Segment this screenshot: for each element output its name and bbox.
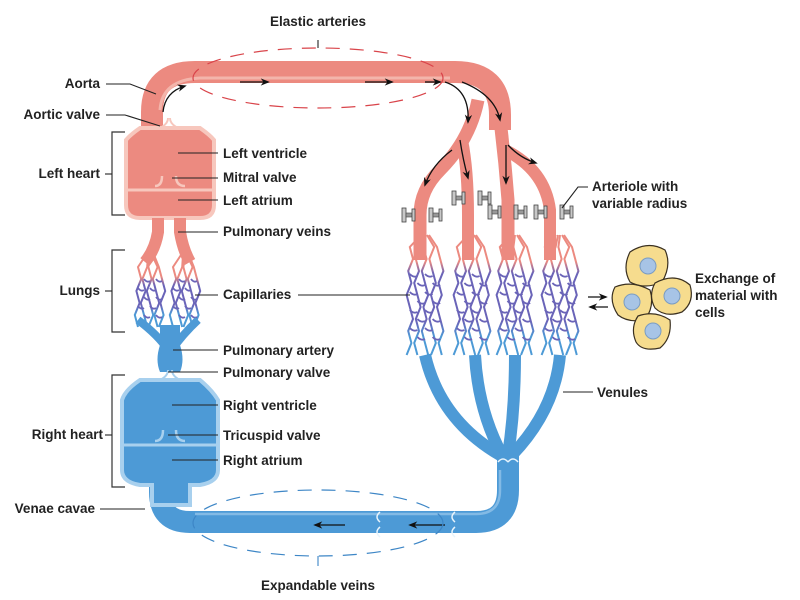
lung-capillary-left (133, 254, 167, 328)
clamp-icon (513, 204, 528, 220)
label-right-atrium: Right atrium (223, 453, 303, 468)
expandable-veins-outline (192, 489, 444, 557)
label-left-heart: Left heart (38, 166, 100, 181)
label-aortic-valve: Aortic valve (23, 107, 100, 122)
clamp-icon (559, 204, 574, 220)
label-lungs: Lungs (60, 283, 101, 298)
arterial-system (141, 40, 556, 260)
label-right-ventricle: Right ventricle (223, 398, 317, 413)
right-heart (120, 325, 220, 507)
right-heart-bracket (111, 374, 125, 488)
capillary-bed-2 (452, 234, 492, 356)
flow-arrow (162, 84, 187, 113)
label-mitral-valve: Mitral valve (223, 170, 297, 185)
left-heart (124, 117, 216, 266)
label-exchange-line2: material with (695, 288, 778, 303)
left-heart-chamber (124, 126, 216, 220)
flow-arrow (461, 81, 503, 122)
label-arteriole-line1: Arteriole with (592, 179, 678, 194)
label-aorta: Aorta (65, 76, 101, 91)
clamp-icon (533, 204, 548, 220)
arteriole-clamps (401, 190, 574, 223)
right-heart-chamber (120, 378, 220, 507)
label-exchange-line1: Exchange of (695, 271, 776, 286)
artery-branch (502, 144, 556, 260)
label-capillaries: Capillaries (223, 287, 291, 302)
tissue-cells (611, 244, 692, 350)
label-left-atrium: Left atrium (223, 193, 293, 208)
clamp-icon (451, 190, 466, 206)
clamp-icon (428, 207, 443, 223)
flow-arrow (459, 139, 470, 180)
venule (502, 354, 521, 456)
label-exchange-line3: cells (695, 305, 725, 320)
flow-arrow (423, 149, 453, 187)
label-venae-cavae: Venae cavae (15, 501, 96, 516)
systemic-capillary-beds (405, 234, 580, 356)
venule (419, 353, 504, 461)
capillary-bed-1 (405, 234, 445, 356)
label-venules: Venules (597, 385, 648, 400)
label-right-heart: Right heart (32, 427, 104, 442)
left-heart-bracket (111, 131, 125, 216)
flow-arrow (444, 81, 473, 124)
label-tricuspid-valve: Tricuspid valve (223, 428, 321, 443)
label-arteriole-line2: variable radius (592, 196, 687, 211)
lungs-capillaries (133, 254, 202, 354)
label-expandable-veins: Expandable veins (261, 578, 375, 593)
flow-arrow (507, 144, 538, 165)
lung-capillary-right (168, 254, 202, 328)
aorta (141, 61, 511, 130)
label-pulmonary-valve: Pulmonary valve (223, 365, 331, 380)
artery-branch (493, 119, 515, 260)
clamp-icon (477, 190, 492, 206)
clamp-icon (401, 207, 416, 223)
label-pulmonary-veins: Pulmonary veins (223, 224, 331, 239)
label-elastic-arteries: Elastic arteries (270, 14, 366, 29)
venule (507, 354, 566, 460)
capillary-bed-4 (540, 234, 580, 356)
venule (469, 354, 508, 458)
elastic-arteries-outline (192, 47, 444, 109)
pulmonary-artery (157, 325, 183, 372)
label-left-ventricle: Left ventricle (223, 146, 308, 161)
clamp-icon (487, 204, 502, 220)
label-pulmonary-artery: Pulmonary artery (223, 343, 335, 358)
lungs-bracket (111, 249, 125, 333)
capillary-bed-3 (495, 234, 535, 356)
